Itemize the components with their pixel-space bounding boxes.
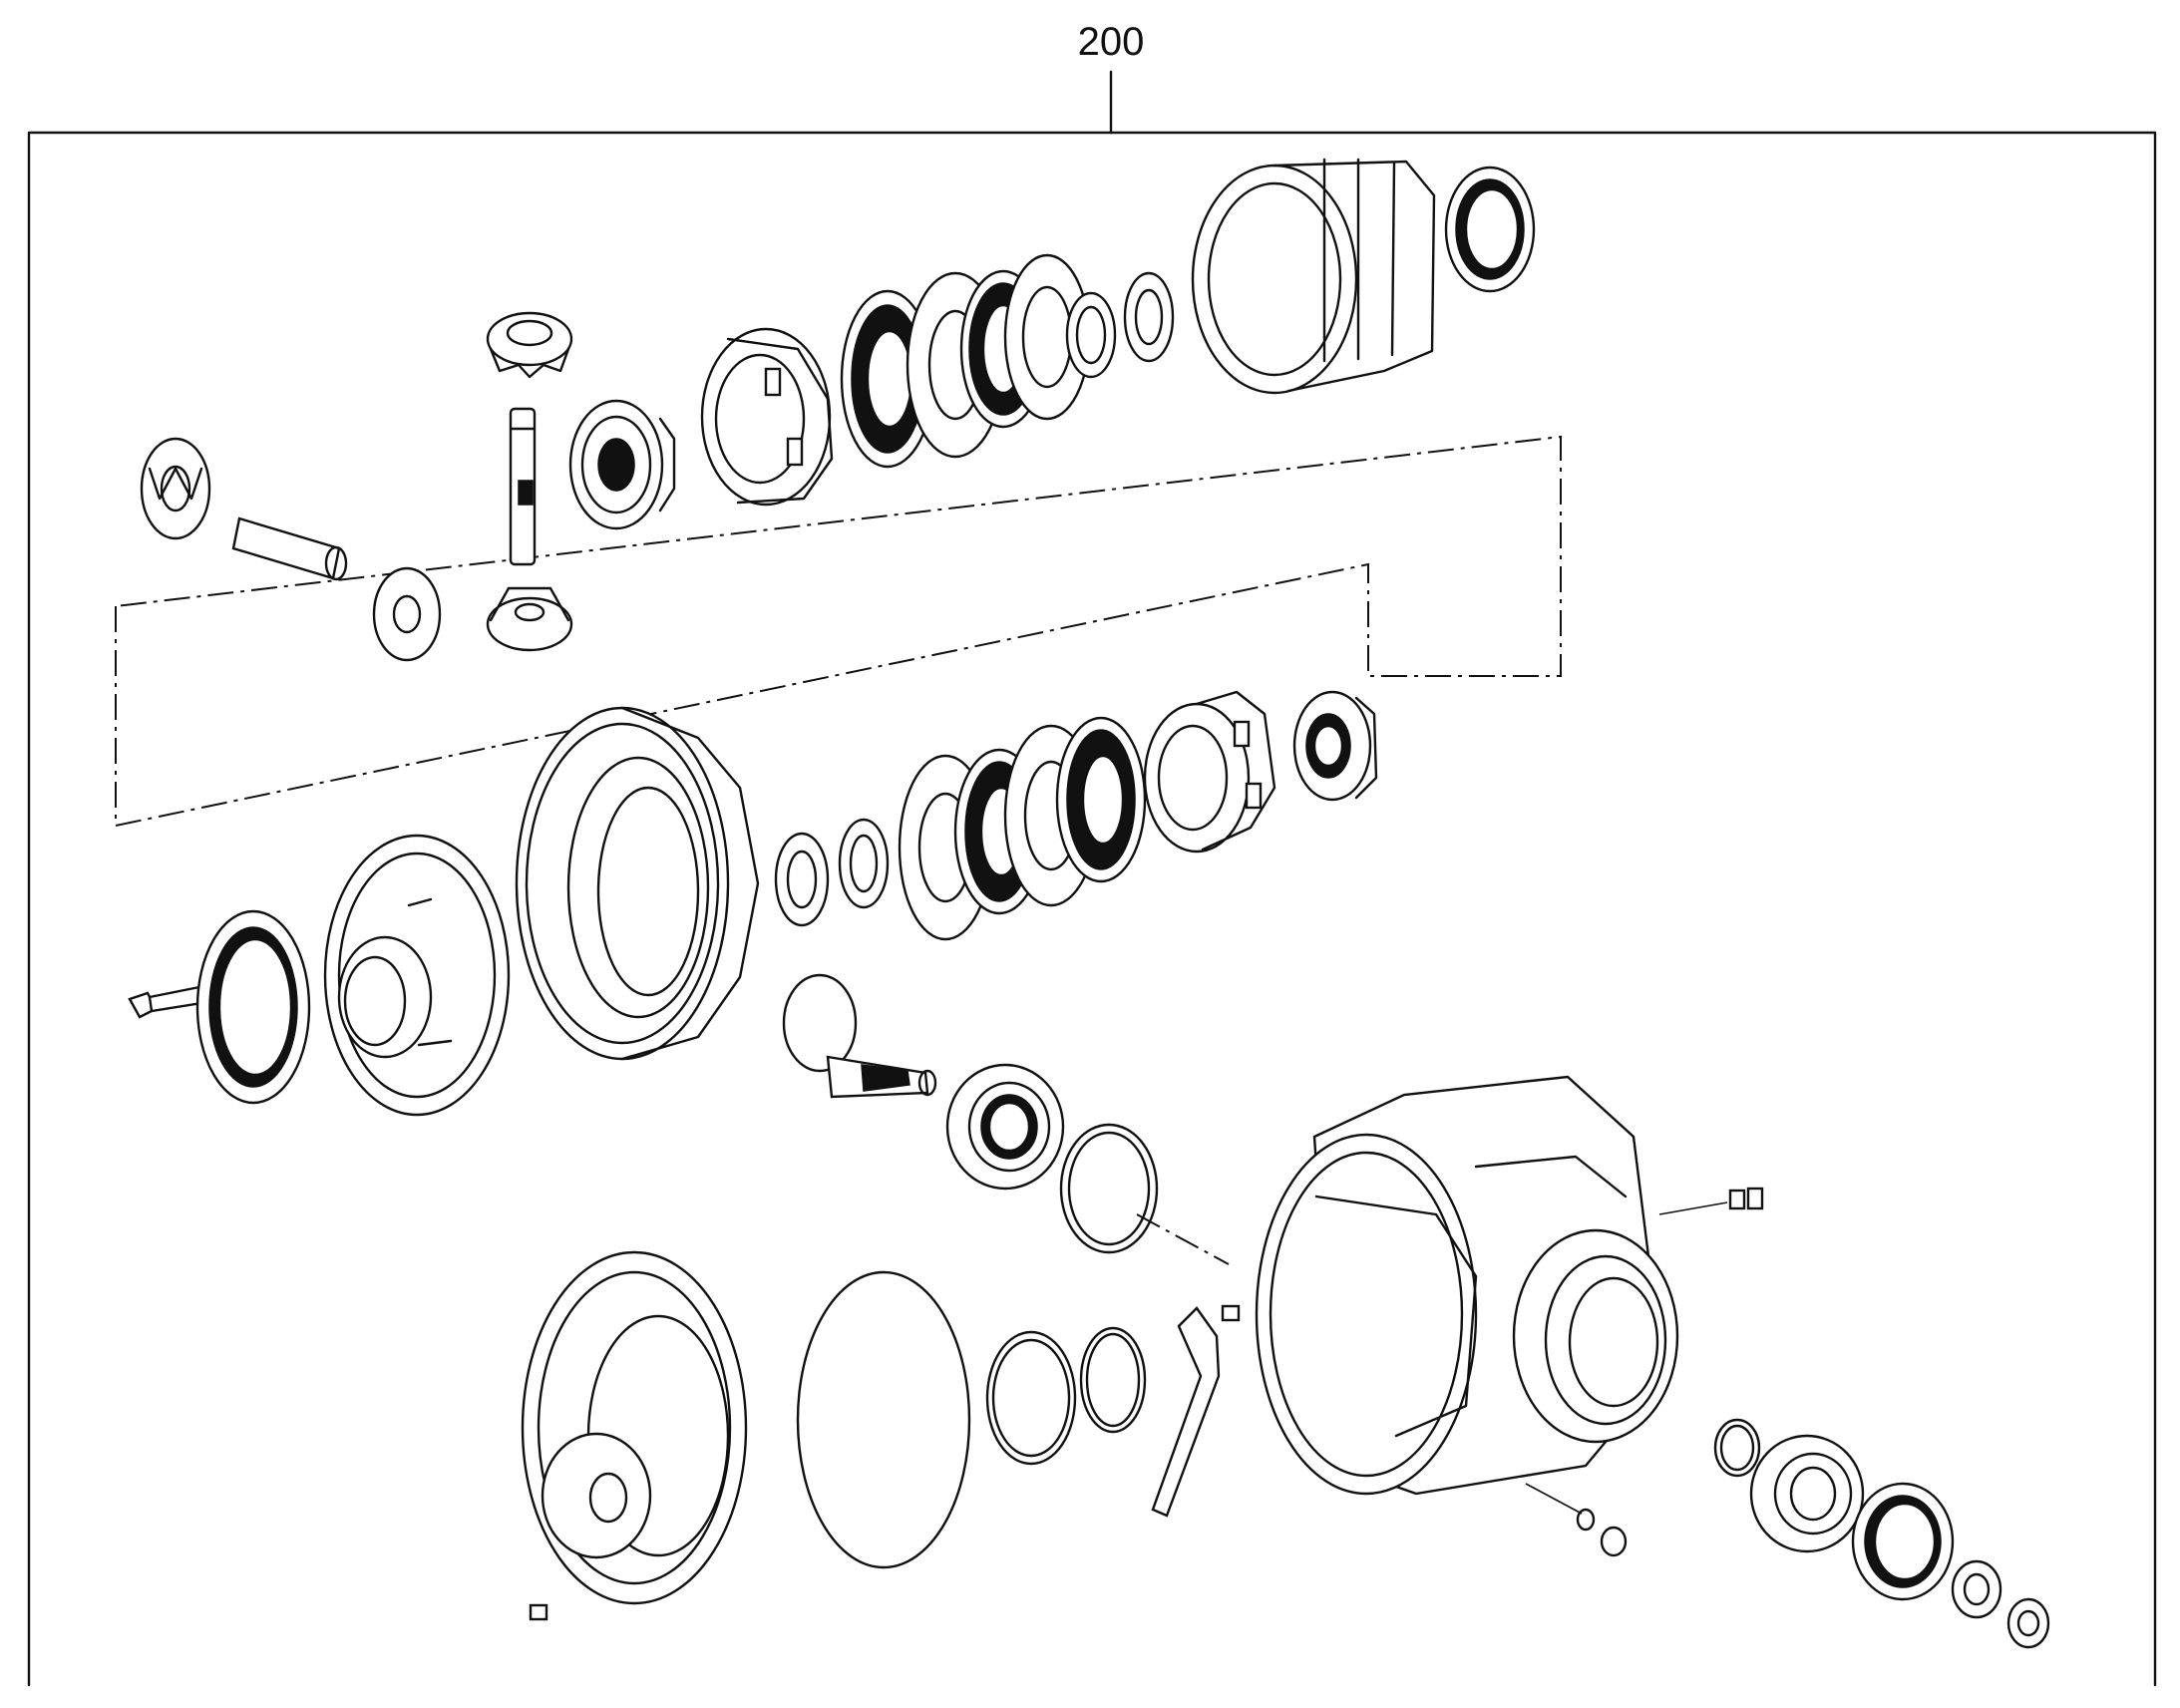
o-ring-medium	[985, 1330, 1077, 1466]
group-outline-dashdot	[115, 435, 1562, 828]
differential-cover	[521, 1250, 748, 1605]
hex-bolt-left	[128, 985, 203, 1019]
leader-line-plug	[1658, 1201, 1728, 1215]
shim-rings-middle	[774, 818, 890, 927]
spider-gear-washer	[372, 566, 442, 662]
cross-shaft-vertical	[509, 407, 537, 566]
side-gear-lower	[1292, 690, 1378, 802]
o-ring-large	[796, 1270, 971, 1569]
side-gear-top	[568, 399, 676, 530]
assembly-frame	[27, 131, 2157, 1687]
pinion-bearing	[945, 1063, 1065, 1191]
drain-plug	[1576, 1508, 1628, 1557]
output-o-ring	[1713, 1418, 1761, 1478]
small-screw-bottom	[529, 1603, 548, 1621]
shaft-seal-left	[195, 909, 311, 1105]
spider-gear-top	[486, 311, 573, 379]
leader-line-drain	[1525, 1483, 1583, 1515]
snap-ring	[1059, 1123, 1159, 1254]
axle-carrier-housing	[1255, 1075, 1679, 1496]
o-ring-small	[1079, 1326, 1147, 1434]
clutch-sleeve-top	[700, 327, 834, 507]
output-nut	[2006, 1597, 2050, 1649]
output-seal	[1851, 1482, 1955, 1601]
clutch-sleeve-lower	[1143, 690, 1276, 854]
ring-gear	[515, 706, 760, 1061]
assembly-callout-label: 200	[1078, 20, 1145, 64]
friction-disc-stack-top	[840, 253, 1091, 469]
spider-gear-left	[140, 437, 211, 540]
cover-flange-left	[323, 834, 511, 1117]
differential-case-half	[1191, 158, 1436, 395]
spider-gear-bottom	[486, 586, 573, 652]
output-bearing	[1749, 1434, 1865, 1553]
bearing-cup-top	[1444, 166, 1536, 293]
friction-disc-stack-lower	[898, 716, 1147, 941]
shim-rings-top	[1065, 271, 1175, 379]
cross-shaft-short	[231, 516, 348, 581]
breather-tube	[1151, 1304, 1241, 1518]
leader-line-snap-ring	[1136, 1213, 1230, 1265]
housing-plug-top	[1728, 1187, 1764, 1210]
output-washer	[1951, 1559, 2002, 1619]
drive-pinion-shaft	[782, 973, 937, 1099]
